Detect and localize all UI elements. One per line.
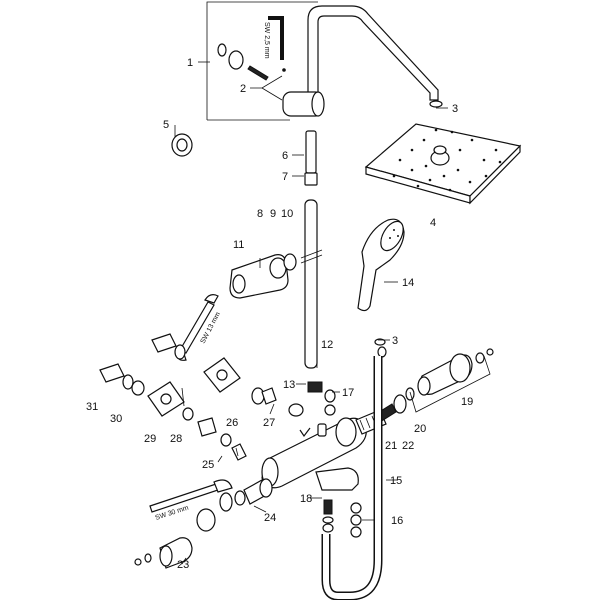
part-label-3a: 3 [452,103,458,115]
shower-hose [321,356,383,600]
hand-shower [357,218,405,312]
shower-arm [282,5,443,117]
part-label-13: 13 [283,379,295,391]
connector-parts [307,338,387,416]
part-labels: 1 2 3 4 5 6 7 8 9 10 11 12 13 14 3 15 16… [86,57,473,571]
part-label-1: 1 [187,57,193,69]
part-label-7: 7 [282,171,288,183]
temperature-handle [393,348,494,414]
inlet-parts [182,387,304,461]
hand-shower-holder [229,253,297,299]
part-label-24: 24 [264,512,276,524]
part-label-15: 15 [390,475,402,487]
diverter-parts [134,478,273,569]
part-label-9: 9 [270,208,276,220]
set-screw-assembly [217,43,286,81]
part-label-16: 16 [391,515,403,527]
part-label-21: 21 [385,440,397,452]
part-label-28: 28 [170,433,182,445]
part-label-8: 8 [257,208,263,220]
part-label-12: 12 [321,339,333,351]
part-label-27: 27 [263,417,275,429]
riser-upper-tube [304,130,318,186]
escutcheon-ring [171,133,193,157]
part-label-2: 2 [240,83,246,95]
part-label-31: 31 [86,401,98,413]
part-label-29: 29 [144,433,156,445]
part-label-22: 22 [402,440,414,452]
part-label-19: 19 [461,396,473,408]
part-label-4: 4 [430,217,436,229]
part-label-18: 18 [300,493,312,505]
part-label-26: 26 [226,417,238,429]
hex-key-icon: SW 2,5 mm [263,16,284,60]
detail-box [206,1,318,121]
leader-lines [174,61,448,565]
left-fittings [99,333,241,417]
hose-fittings [322,499,362,538]
part-label-30: 30 [110,413,122,425]
part-label-3b: 3 [392,335,398,347]
hex-key-size-label: SW 2,5 mm [263,22,270,59]
part-label-11: 11 [233,239,244,251]
part-label-10: 10 [281,208,293,220]
part-label-17: 17 [342,387,354,399]
part-label-25: 25 [202,459,214,471]
part-label-23: 23 [177,559,189,571]
part-label-14: 14 [402,277,414,289]
riser-rail [300,199,323,369]
thermostat-mixer [261,417,367,491]
part-label-20: 20 [414,423,426,435]
overhead-shower [364,123,522,205]
part-label-6: 6 [282,150,288,162]
part-label-5: 5 [163,119,169,131]
